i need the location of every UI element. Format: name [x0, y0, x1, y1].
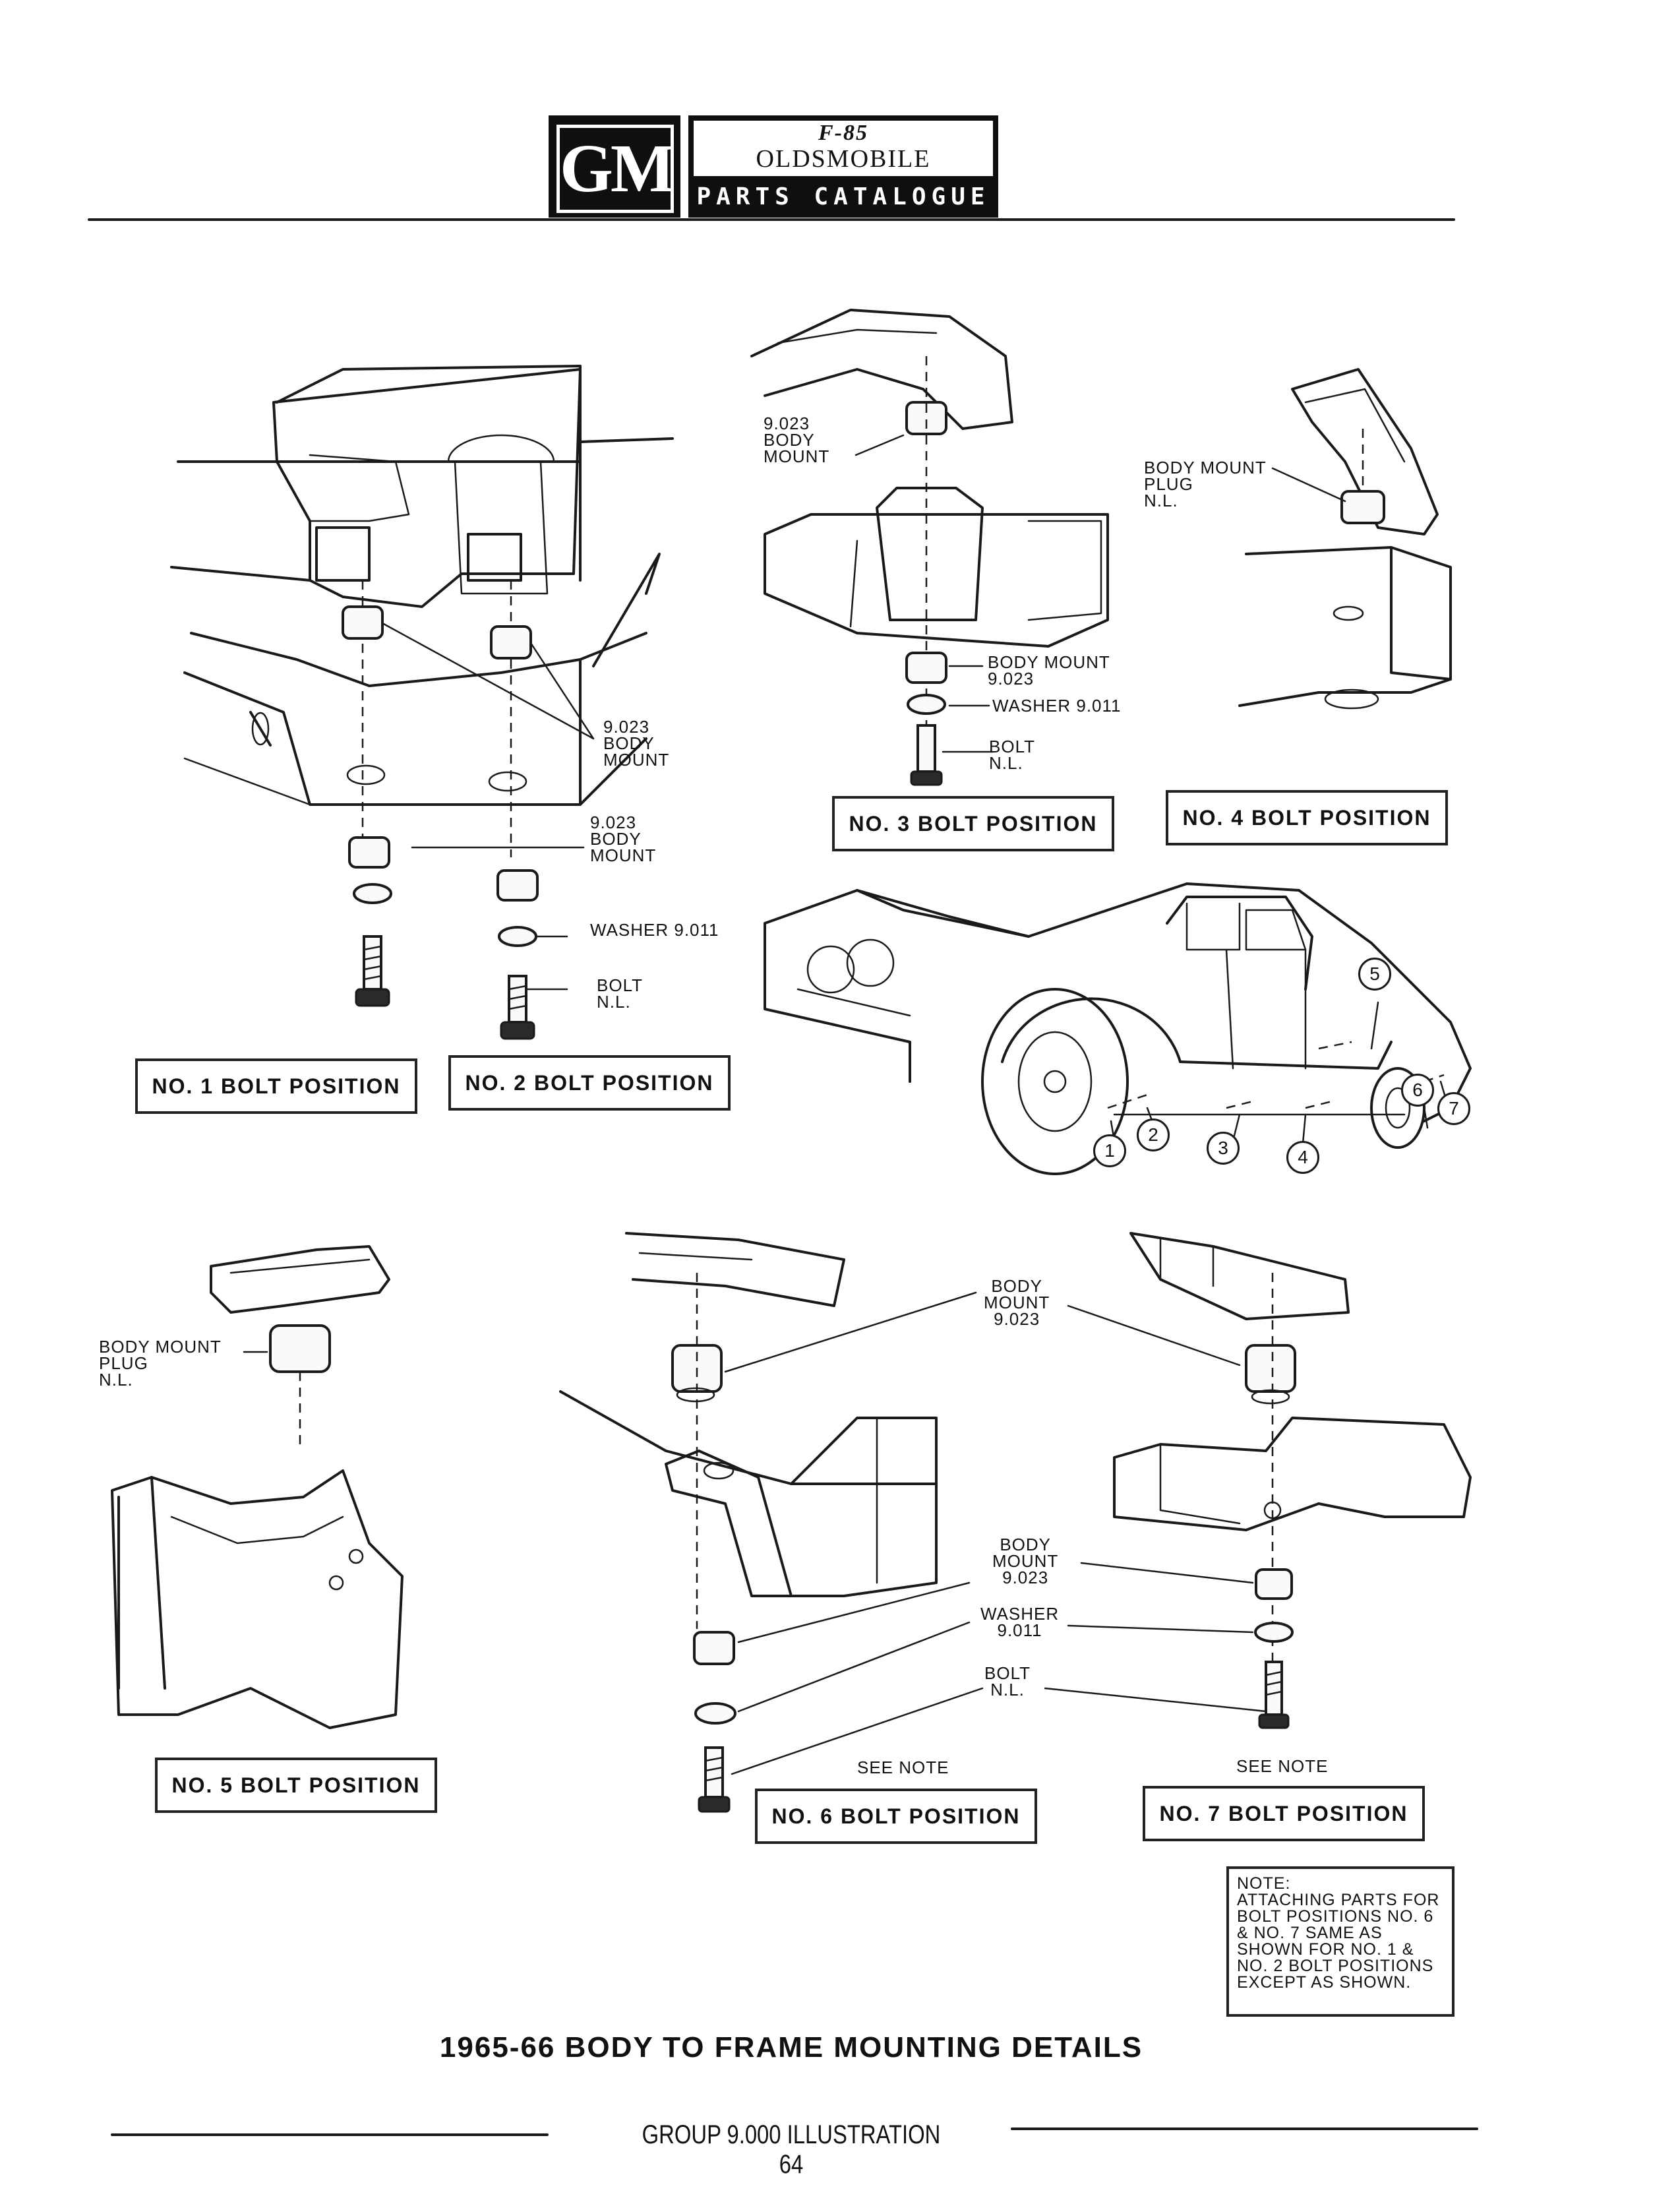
car-overview-drawing	[764, 882, 1472, 1175]
callout-p67-mount-lower: BODY MOUNT 9.023	[992, 1535, 1059, 1587]
catalogue-banner: F-85 OLDSMOBILE PARTS CATALOGUE	[688, 115, 998, 218]
label-bolt-position-2-text: NO. 2 BOLT POSITION	[465, 1071, 714, 1095]
bolt-position-3-drawing	[750, 309, 1109, 786]
label-bolt-position-3-text: NO. 3 BOLT POSITION	[849, 812, 1098, 836]
callout-p1-mount-upper: 9.023 BODY MOUNT	[603, 717, 670, 770]
gm-parts-catalogue-logo: GM F-85 OLDSMOBILE PARTS CATALOGUE	[549, 115, 998, 218]
model-name: F-85	[818, 121, 868, 145]
callout-p5-plug: BODY MOUNT PLUG N.L.	[99, 1337, 222, 1390]
callout-p1-mount-lower: 9.023 BODY MOUNT	[590, 812, 657, 865]
car-position-4: 4	[1286, 1141, 1319, 1174]
callout-p67-washer: WASHER 9.011	[980, 1604, 1060, 1640]
label-bolt-position-2: NO. 2 BOLT POSITION	[448, 1055, 731, 1111]
page-title: 1965-66 BODY TO FRAME MOUNTING DETAILS	[439, 2031, 1143, 2064]
page-footer: GROUP 9.000 ILLUSTRATION 64	[642, 2120, 941, 2179]
catalogue-banner-top: F-85 OLDSMOBILE	[694, 121, 993, 176]
label-bolt-position-1-text: NO. 1 BOLT POSITION	[152, 1074, 401, 1098]
car-position-7: 7	[1437, 1092, 1470, 1125]
label-bolt-position-5: NO. 5 BOLT POSITION	[155, 1758, 437, 1813]
bolt-position-7-drawing	[1044, 1232, 1472, 1729]
label-bolt-position-6: NO. 6 BOLT POSITION	[755, 1789, 1037, 1844]
gm-logo-text: GM	[556, 125, 675, 213]
see-note-7: SEE NOTE	[1236, 1756, 1329, 1776]
label-bolt-position-7-text: NO. 7 BOLT POSITION	[1159, 1802, 1408, 1825]
bolt-position-5-drawing	[111, 1245, 404, 1729]
callout-p67-bolt: BOLT N.L.	[984, 1663, 1031, 1699]
note-title: NOTE:	[1237, 1874, 1291, 1893]
car-position-5: 5	[1358, 958, 1391, 991]
bolt-position-1-2-drawing	[170, 365, 674, 1040]
callout-p1-bolt: BOLT N.L.	[597, 975, 643, 1012]
label-bolt-position-7: NO. 7 BOLT POSITION	[1143, 1786, 1425, 1841]
car-position-6: 6	[1401, 1074, 1434, 1107]
attaching-parts-note: NOTE: ATTACHING PARTS FOR BOLT POSITIONS…	[1226, 1866, 1455, 2017]
label-bolt-position-4: NO. 4 BOLT POSITION	[1166, 790, 1448, 845]
label-bolt-position-1: NO. 1 BOLT POSITION	[135, 1058, 417, 1114]
callout-p67-mount-upper: BODY MOUNT 9.023	[984, 1276, 1050, 1329]
callout-p3-washer: WASHER 9.011	[992, 696, 1122, 716]
bolt-position-4-drawing	[1238, 368, 1452, 710]
callout-p1-washer: WASHER 9.011	[590, 920, 719, 940]
car-position-1: 1	[1093, 1134, 1126, 1167]
bolt-position-6-drawing	[559, 1232, 984, 1813]
label-bolt-position-5-text: NO. 5 BOLT POSITION	[171, 1773, 421, 1797]
see-note-6: SEE NOTE	[857, 1758, 949, 1777]
make-name: OLDSMOBILE	[756, 145, 931, 173]
car-position-3: 3	[1207, 1132, 1240, 1165]
callout-p3-mount-lower: BODY MOUNT 9.023	[988, 652, 1110, 689]
gm-logo-box: GM	[549, 115, 680, 218]
label-bolt-position-6-text: NO. 6 BOLT POSITION	[771, 1804, 1021, 1828]
car-position-2: 2	[1137, 1118, 1170, 1151]
label-bolt-position-3: NO. 3 BOLT POSITION	[832, 796, 1114, 851]
note-body: ATTACHING PARTS FOR BOLT POSITIONS NO. 6…	[1237, 1891, 1440, 1992]
callout-p3-bolt: BOLT N.L.	[989, 737, 1035, 773]
callout-p4-plug: BODY MOUNT PLUG N.L.	[1144, 458, 1267, 510]
catalogue-name: PARTS CATALOGUE	[696, 183, 990, 210]
label-bolt-position-4-text: NO. 4 BOLT POSITION	[1182, 806, 1431, 830]
callout-p3-mount-upper: 9.023 BODY MOUNT	[764, 413, 830, 466]
